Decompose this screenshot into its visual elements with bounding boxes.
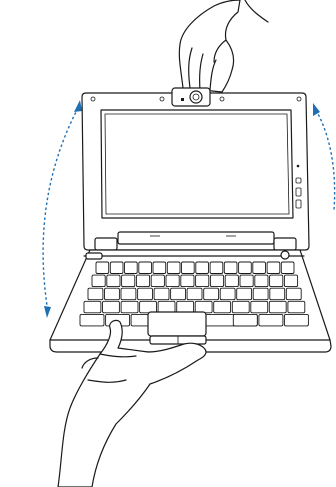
keyboard-key — [79, 313, 105, 327]
keyboard-key — [285, 287, 302, 301]
keyboard-key — [106, 274, 121, 288]
lid-screw-center-right — [219, 96, 225, 102]
lid-screw-left-top — [90, 96, 96, 102]
keyboard-key — [166, 261, 181, 274]
keyboard-key — [109, 261, 124, 274]
keyboard-key — [209, 261, 224, 274]
keyboard-key — [236, 287, 253, 301]
keyboard-key — [95, 261, 110, 274]
keyboard-key — [268, 300, 287, 314]
keyboard-key — [124, 261, 138, 274]
keyboard-key — [238, 261, 252, 274]
keyboard-key — [195, 274, 210, 288]
keyboard-key — [203, 287, 220, 301]
keyboard-key — [153, 287, 170, 301]
keyboard-key — [194, 300, 213, 314]
keyboard-key — [195, 261, 209, 274]
keyboard-key — [150, 274, 165, 288]
hinge — [94, 231, 297, 251]
keyboard-key — [170, 287, 186, 301]
keyboard-key — [157, 300, 176, 314]
keyboard-key — [137, 287, 153, 301]
left-tilt-arrow — [42, 100, 82, 318]
hinge-right — [273, 237, 297, 251]
keyboard-key — [213, 300, 232, 314]
webcam — [171, 87, 211, 107]
keyboard-key — [239, 274, 254, 288]
keyboard-key — [83, 300, 102, 314]
keyboard-key — [138, 261, 152, 274]
lid-screw-center-left — [159, 96, 165, 102]
keyboard-key — [209, 274, 225, 288]
touchpad — [147, 311, 207, 345]
hinge-left — [94, 237, 118, 251]
power-indicator — [85, 250, 290, 260]
keyboard-key — [258, 313, 284, 327]
keyboard-key — [223, 261, 238, 274]
keyboard-key — [152, 261, 167, 274]
keyboard-key — [181, 261, 195, 274]
keyboard-key — [135, 274, 151, 288]
keyboard-key — [165, 274, 180, 288]
keyboard-key — [180, 274, 195, 288]
bezel-side-buttons — [295, 164, 302, 209]
right-tilt-arrow — [313, 103, 336, 211]
screen — [100, 109, 294, 219]
keyboard-key — [280, 261, 295, 274]
keyboard-key — [283, 274, 299, 288]
keyboard-key — [252, 261, 266, 274]
lid-screw-right-top — [296, 96, 302, 102]
keyboard-key — [176, 300, 195, 314]
keyboard-key — [104, 287, 120, 301]
keyboard-key — [269, 274, 284, 288]
keyboard-key — [254, 274, 269, 288]
keyboard-key — [139, 300, 157, 314]
keyboard-key — [102, 300, 120, 314]
keyboard-key — [266, 261, 281, 274]
keyboard-key — [269, 287, 286, 301]
keyboard-key — [91, 274, 106, 288]
webcam-indicator-icon — [181, 98, 184, 101]
keyboard-key — [219, 287, 236, 301]
keyboard-key — [283, 313, 309, 327]
keyboard-key — [186, 287, 203, 301]
keyboard-key — [287, 300, 306, 314]
keyboard-key — [231, 300, 250, 314]
keyboard-key — [120, 287, 137, 301]
keyboard-key — [121, 274, 136, 288]
keyboard-key — [250, 300, 269, 314]
keyboard-key — [252, 287, 269, 301]
keyboard-key — [87, 287, 104, 301]
upper-hand — [178, 0, 269, 93]
keyboard-key — [224, 274, 239, 288]
webcam-lens-icon — [192, 93, 200, 101]
lower-hand — [57, 319, 207, 487]
keyboard-key — [232, 313, 258, 327]
keyboard-key — [120, 300, 139, 314]
